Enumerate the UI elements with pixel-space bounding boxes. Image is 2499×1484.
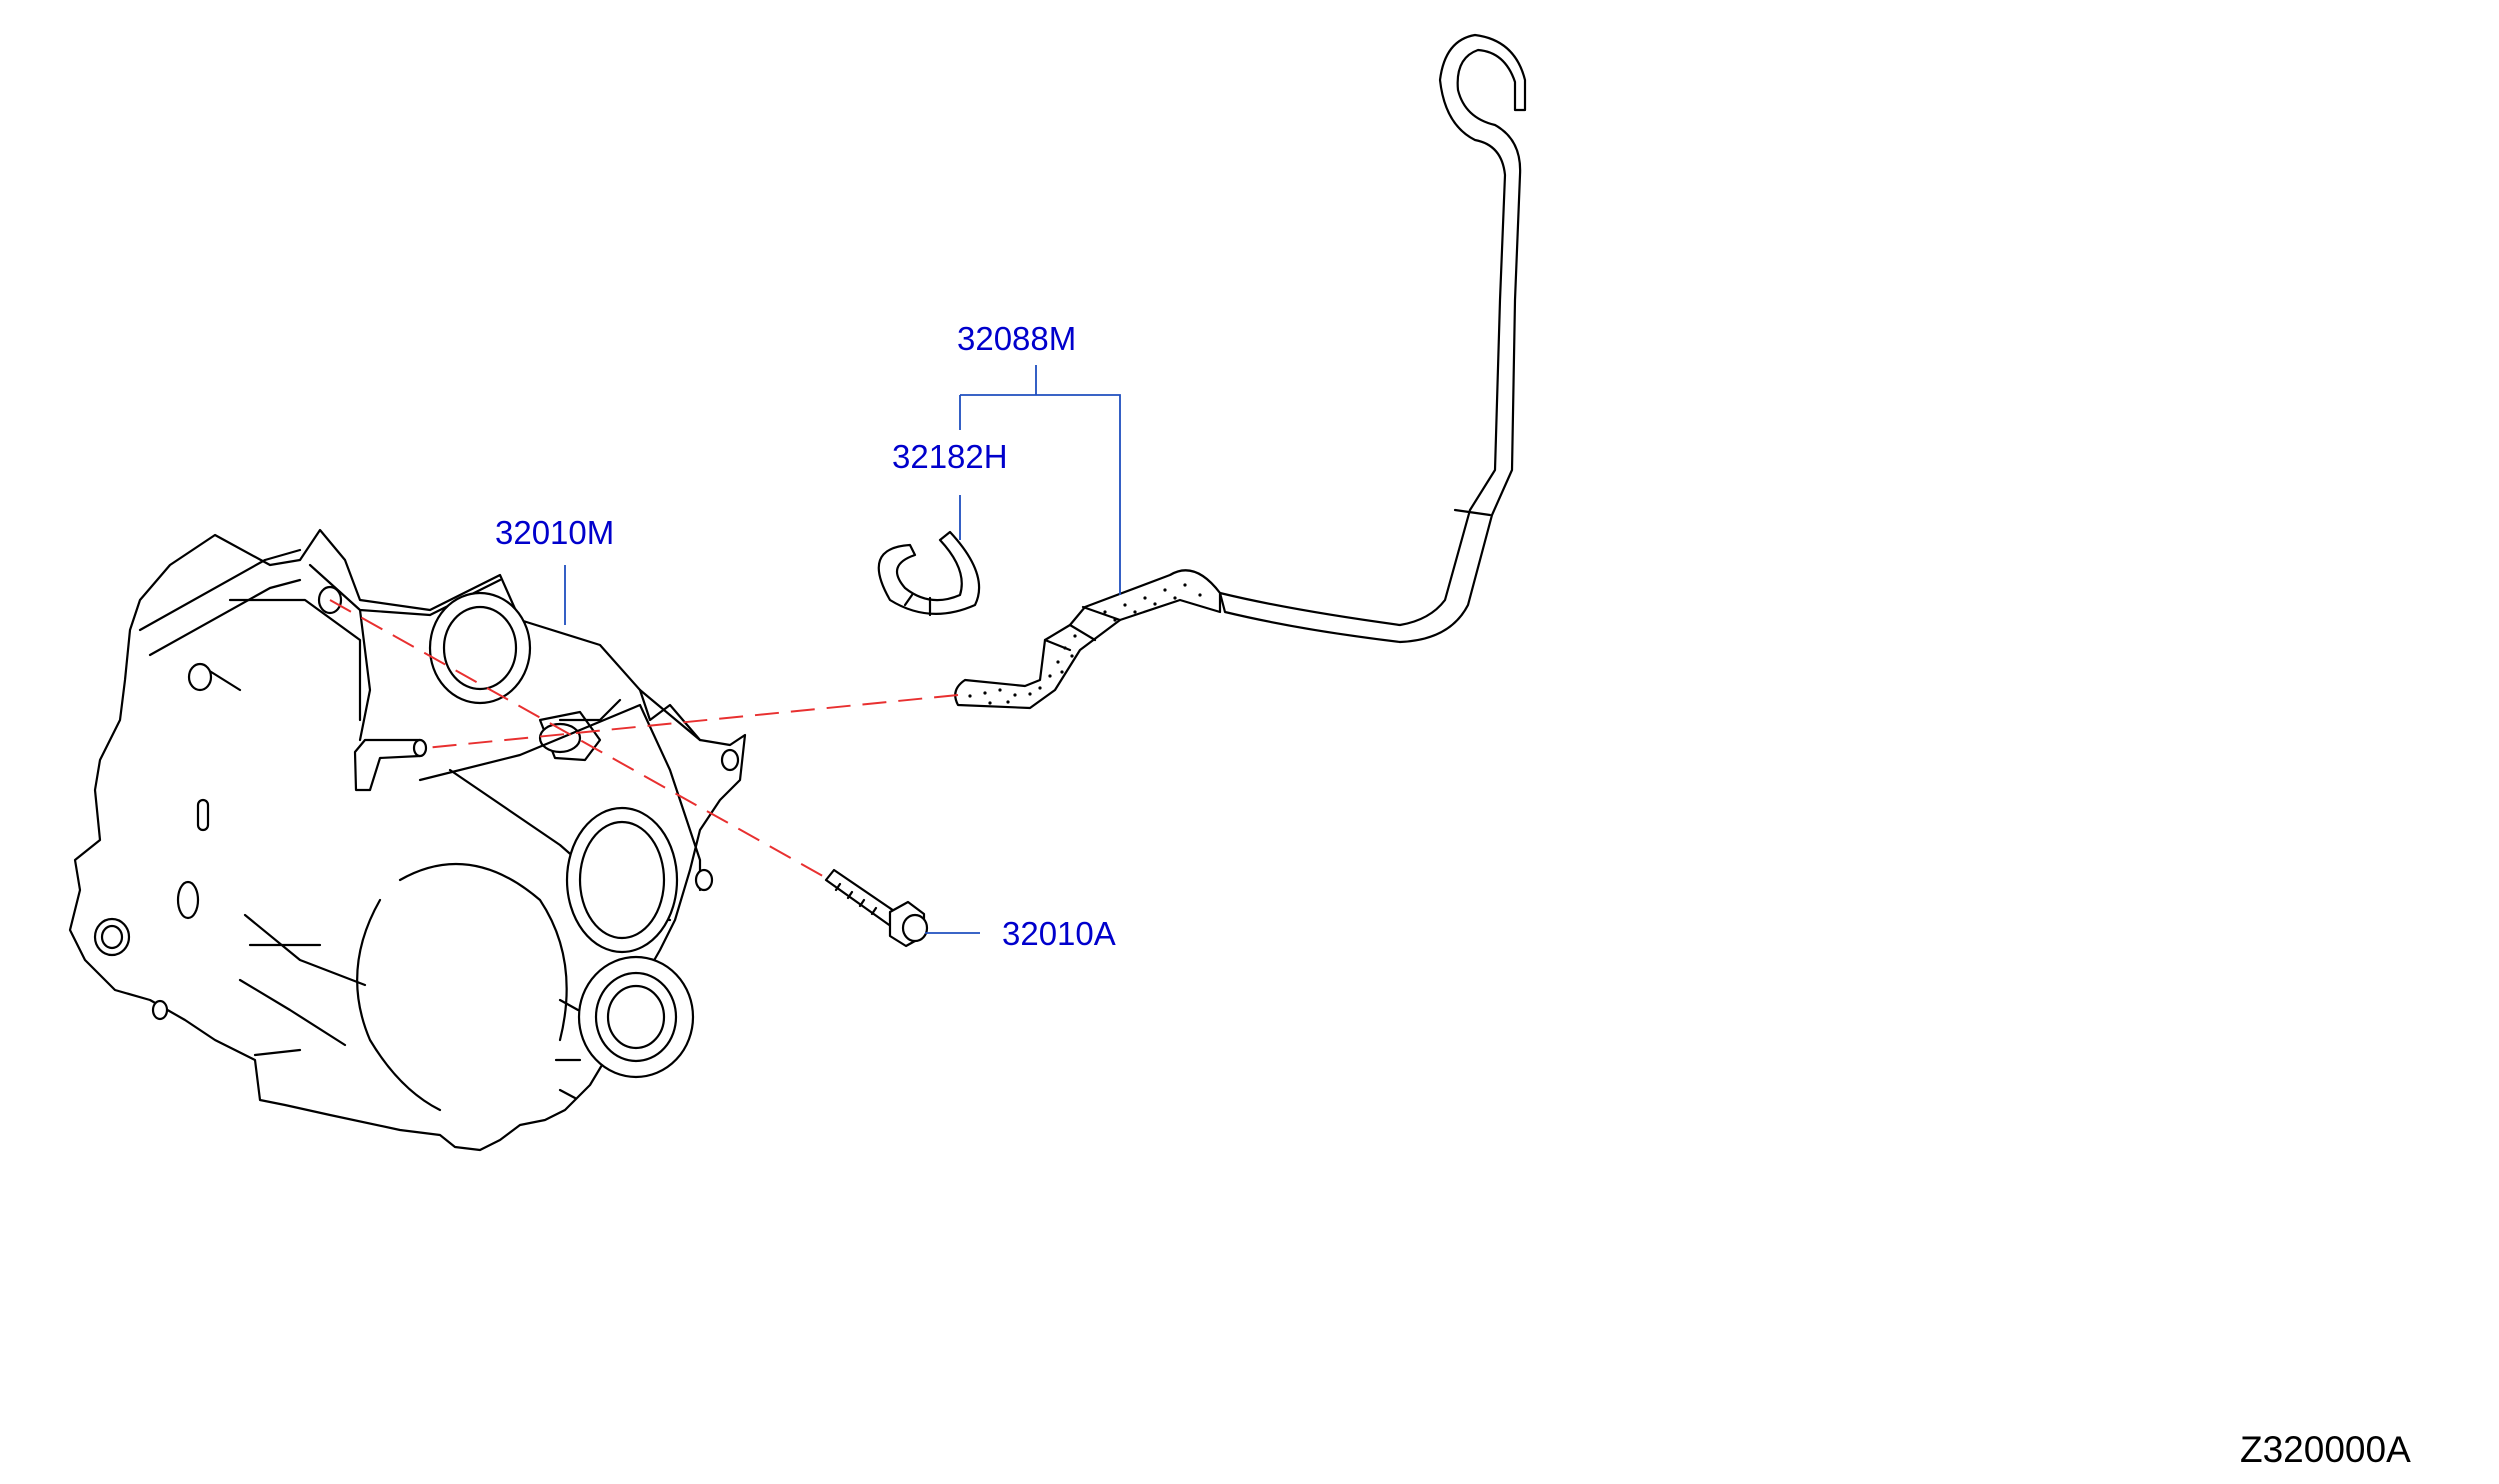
dashed-connectors [329, 599, 959, 881]
bolt-drawing [824, 868, 929, 948]
part-label-32088M: 32088M [957, 320, 1076, 357]
dash-boss-to-bolt [329, 599, 831, 881]
hose-texture-dots [968, 583, 1202, 705]
part-label-32010A: 32010A [1002, 915, 1116, 952]
diagram-code: Z320000A [2240, 1429, 2411, 1470]
leader-lines [564, 365, 1121, 934]
dash-hose-to-fitting [424, 694, 959, 749]
part-label-32182H: 32182H [892, 438, 1008, 475]
transfer-case-drawing [68, 528, 747, 1152]
clamp-drawing [877, 530, 981, 617]
leader-32088M [960, 365, 1121, 595]
breather-hose-drawing [954, 33, 1527, 710]
part-label-32010M: 32010M [495, 514, 614, 551]
